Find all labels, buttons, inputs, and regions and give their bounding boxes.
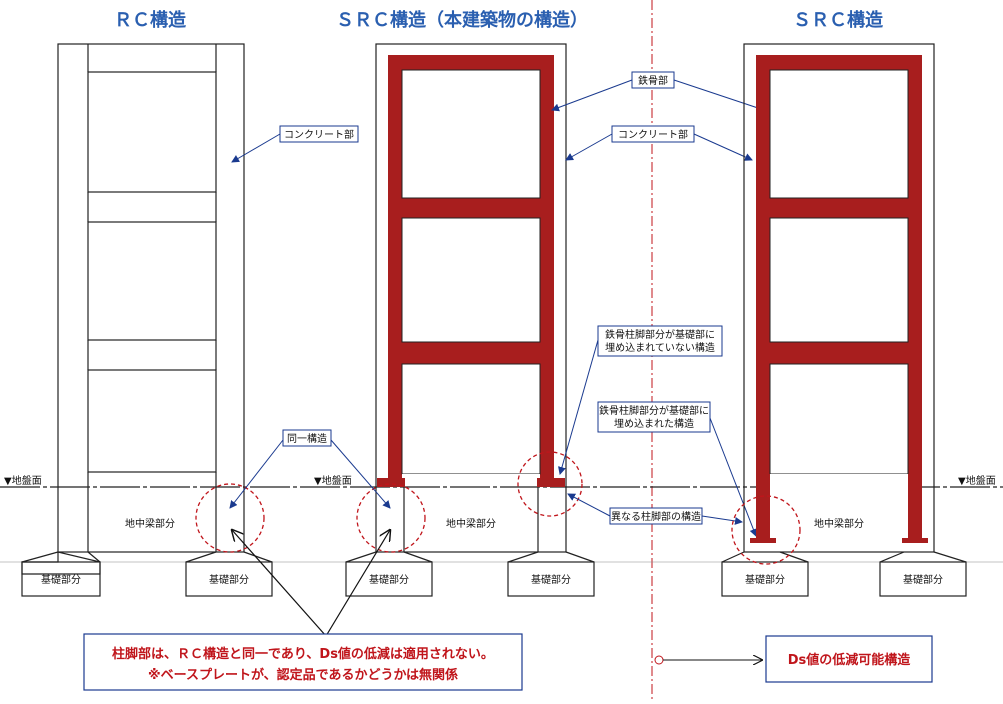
- rc-footing-left: [21, 561, 101, 597]
- callout-embedded-1: 鉄骨柱脚部分が基礎部に: [599, 404, 709, 417]
- bottom-note-box: [83, 633, 523, 691]
- foundation-label-4: 基礎部分: [531, 573, 571, 586]
- callout-embedded-2: 埋め込まれた構造: [614, 417, 694, 430]
- src-right-footing-left: [721, 561, 809, 597]
- ground-label-mid: ▼地盤面: [314, 474, 352, 487]
- callout-box-same-structure: [282, 429, 332, 447]
- ground-label-left: ▼地盤面: [4, 474, 42, 487]
- beam-label-1: 地中梁部分: [125, 517, 175, 530]
- beam-label-2: 地中梁部分: [446, 517, 496, 530]
- callout-same-structure: 同一構造: [287, 432, 327, 445]
- callout-not-embedded-2: 埋め込まれていない構造: [605, 341, 715, 354]
- pointer-dot: [654, 655, 664, 665]
- callout-box-embedded: [597, 401, 711, 433]
- src-right-footing-right: [879, 561, 967, 597]
- bottom-note-line1: 柱脚部は、ＲＣ構造と同一であり、Ds値の低減は適用されない。: [112, 646, 494, 662]
- callout-steel-part: 鉄骨部: [638, 74, 668, 87]
- title-src-right: ＳＲＣ構造: [793, 9, 883, 31]
- foundation-label-2: 基礎部分: [209, 573, 249, 586]
- src-base-highlight-circle-right: [517, 451, 583, 517]
- rc-frame: [57, 43, 245, 553]
- src-right-frame: [743, 43, 935, 553]
- title-src-main: ＳＲＣ構造（本建築物の構造）: [336, 9, 588, 31]
- ds-reducible-label: Ds値の低減可能構造: [788, 652, 912, 668]
- rc-base-highlight-circle: [195, 483, 265, 553]
- ground-label-right: ▼地盤面: [958, 474, 996, 487]
- rc-footing-left-cap: [21, 551, 101, 575]
- foundation-label-6: 基礎部分: [903, 573, 943, 586]
- rc-footing-right: [185, 561, 273, 597]
- src-base-highlight-circle-left: [356, 483, 426, 553]
- callout-concrete-mid: コンクリート部: [618, 128, 688, 141]
- foundation-label-1: 基礎部分: [41, 573, 81, 586]
- bottom-note-line2: ※ベースプレートが、認定品であるかどうかは無関係: [148, 667, 458, 683]
- callout-not-embedded-1: 鉄骨柱脚部分が基礎部に: [605, 328, 715, 341]
- src-main-footing-right: [507, 561, 595, 597]
- callout-concrete-left: コンクリート部: [284, 128, 354, 141]
- beam-label-3: 地中梁部分: [814, 517, 864, 530]
- foundation-label-3: 基礎部分: [369, 573, 409, 586]
- title-rc: ＲＣ構造: [114, 9, 186, 31]
- foundation-label-5: 基礎部分: [745, 573, 785, 586]
- src-main-frame: [375, 43, 567, 553]
- src-right-base-highlight-circle: [731, 495, 801, 565]
- ds-reducible-box: [765, 635, 933, 683]
- callout-box-not-embedded: [597, 325, 723, 357]
- callout-different-base: 異なる柱脚部の構造: [611, 510, 701, 523]
- src-main-footing-left: [345, 561, 433, 597]
